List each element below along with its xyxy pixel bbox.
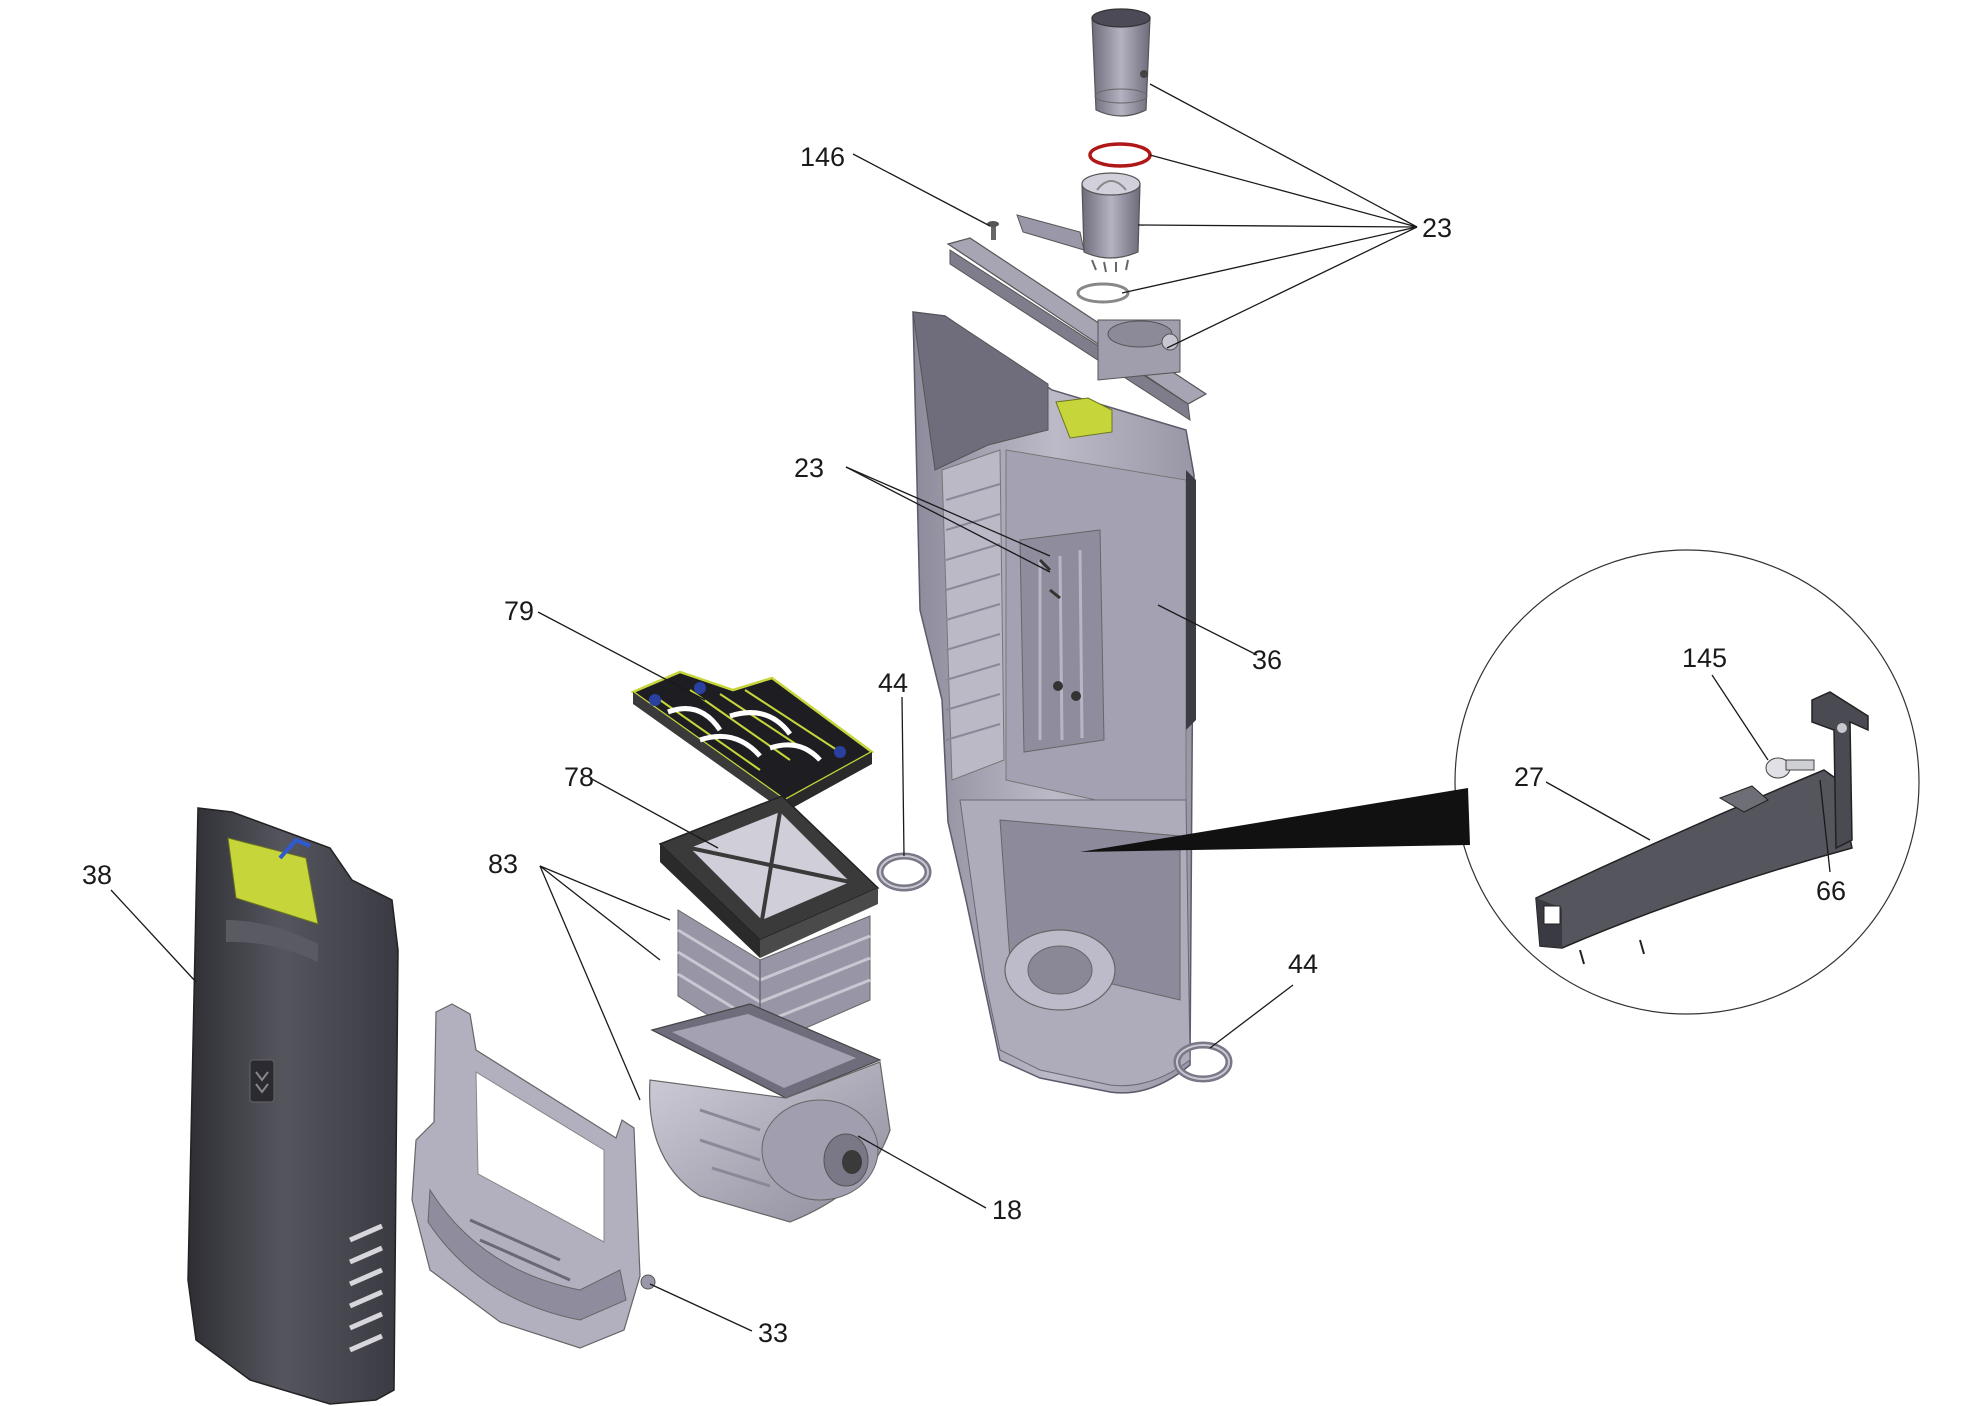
screw-part	[987, 221, 999, 240]
grey-seal-ring	[1076, 282, 1130, 304]
lever-detail-part	[1535, 691, 1869, 965]
callout-44-upper: 44	[878, 668, 908, 698]
leader-lines	[110, 83, 1831, 1332]
top-bracket-part	[946, 237, 1208, 422]
callout-36: 36	[1252, 645, 1282, 675]
callout-78: 78	[564, 762, 594, 792]
callout-83: 83	[488, 849, 518, 879]
callout-33: 33	[758, 1318, 788, 1348]
screw-145-part	[1765, 757, 1815, 779]
callout-18: 18	[992, 1195, 1022, 1225]
callout-44-lower: 44	[1288, 949, 1318, 979]
filter-79-part	[630, 670, 875, 812]
motor-18-part	[648, 1003, 891, 1223]
clamp-ring-lower	[1173, 1041, 1233, 1083]
front-cover-38-part	[187, 807, 399, 1405]
callout-23-top: 23	[1422, 213, 1452, 243]
red-seal-ring	[1088, 142, 1152, 168]
callout-23-mid: 23	[794, 453, 824, 483]
callout-145: 145	[1682, 643, 1727, 673]
callout-66: 66	[1816, 876, 1846, 906]
callout-38: 38	[82, 860, 112, 890]
adaptor-part	[1016, 172, 1141, 273]
filter-frame-78-part	[658, 795, 880, 958]
callout-146: 146	[800, 142, 845, 172]
callout-27: 27	[1514, 762, 1544, 792]
callouts: 23 146 23 79 44 36 78 83 38 44 18 33 145…	[82, 142, 1846, 1348]
detail-pointer	[1080, 788, 1470, 852]
callout-79: 79	[504, 596, 534, 626]
tray-33-part	[411, 1003, 656, 1349]
clamp-ring-upper	[876, 852, 932, 892]
tube-part	[1091, 8, 1151, 117]
main-housing-part	[912, 311, 1196, 1094]
